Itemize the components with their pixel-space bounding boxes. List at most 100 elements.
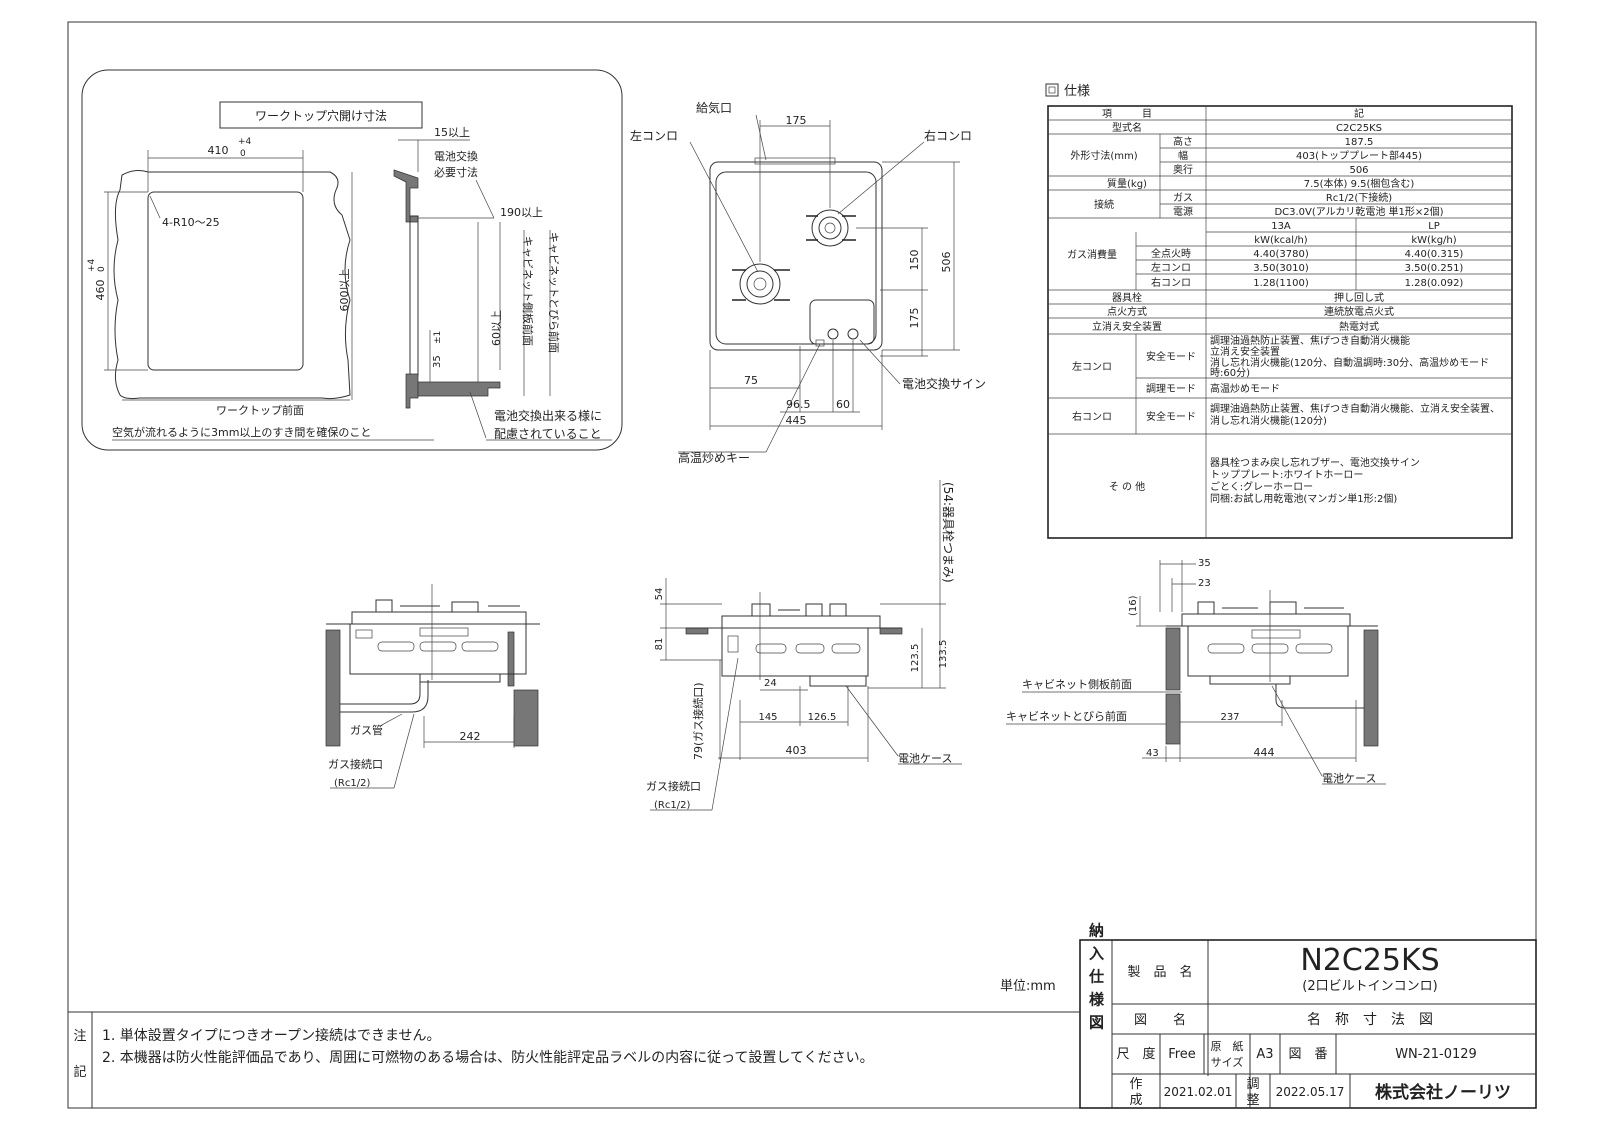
dim-123-5: 123.5	[910, 644, 921, 673]
worktop-panel-frame	[81, 69, 623, 451]
spec-left-label: 左コンロ	[1151, 261, 1191, 274]
front-gas-inlet-spec: (Rc1/2)	[334, 778, 370, 789]
spec-all-13a: 4.40(3780)	[1253, 249, 1309, 260]
spec-safe-mode-label-right: 安全モード	[1146, 410, 1196, 423]
spec-consumption-label: ガス消費量	[1067, 248, 1117, 261]
left-burner-label: 左コンロ	[630, 128, 678, 143]
air-inlet-label: 給気口	[696, 100, 732, 115]
product-sub: (2口ビルトインコンロ)	[1302, 979, 1437, 994]
spec-left-burner-label: 左コンロ	[1072, 360, 1112, 373]
scale-value: Free	[1168, 1047, 1196, 1062]
spec-gas: Rc1/2(下接続)	[1326, 191, 1392, 204]
notes-label-1: 注	[73, 1029, 86, 1044]
spec-cook-mode: 高温炒めモード	[1210, 382, 1280, 395]
spec-other-3: ごとく:グレーホーロー	[1210, 480, 1313, 493]
sheet-border	[67, 21, 1537, 1109]
dim-460-tol: +4	[87, 258, 97, 272]
scale-label: 尺 度	[1116, 1046, 1155, 1062]
dim-145: 145	[758, 712, 777, 723]
dim-445: 445	[786, 414, 807, 427]
spec-table: 仕様	[1045, 83, 1513, 539]
right-view: 35 23 (16) キャビネット側板前面 キャビネットとびら前面 237 43…	[1006, 558, 1386, 785]
spec-left-safe-3: 消し忘れ消火機能(120分、自動温調時:30分、高温炒めモード	[1210, 356, 1489, 369]
spec-all-label: 全点火時	[1151, 247, 1191, 260]
spec-mass-label: 質量(kg)	[1107, 177, 1147, 190]
dim-54: 54	[654, 588, 665, 601]
cabinet-door-label: キャビネットとびら前面	[547, 232, 561, 353]
dim-24: 24	[764, 678, 777, 689]
unit-label: 単位:mm	[1000, 978, 1056, 994]
gas-note-79: 79(ガス接続口)	[691, 682, 705, 760]
dim-175-top: 175	[786, 114, 807, 127]
product-code: N2C25KS	[1300, 943, 1439, 978]
adjusted-label-1: 調	[1246, 1077, 1259, 1092]
created-label-1: 作	[1129, 1077, 1142, 1092]
dim-75: 75	[744, 374, 758, 387]
spec-height-label: 高さ	[1173, 135, 1193, 148]
spec-safety: 熱電対式	[1339, 320, 1379, 333]
spec-conn-label: 接続	[1094, 198, 1114, 211]
spec-model: C2C25KS	[1336, 123, 1382, 134]
gas-pipe-label: ガス管	[350, 723, 383, 737]
battery-note-1: 電池交換出来る様に	[494, 408, 602, 423]
cabinet-side-label: キャビネット側板前面	[521, 236, 535, 346]
spec-heading: 仕様	[1064, 84, 1090, 99]
battery-sign-label: 電池交換サイン	[902, 376, 986, 391]
spec-left-safe-1: 調理油過熱防止装置、焦げつき自動消火機能	[1210, 334, 1410, 347]
spec-unit-13a: kW(kcal/h)	[1254, 235, 1307, 246]
spec-right-13a: 1.28(1100)	[1253, 278, 1309, 289]
dim-60: 60以上	[490, 310, 503, 346]
spec-height: 187.5	[1345, 137, 1374, 148]
side-battery-case: 電池ケース	[898, 752, 952, 765]
spec-depth-label: 奥行	[1173, 163, 1193, 176]
side-view: 54 81 79(ガス接続口) (54:器具栓つまみ) 123.5 133.5 …	[646, 480, 962, 811]
radius-label: 4-R10～25	[162, 216, 220, 229]
adjusted-label-2: 整	[1246, 1093, 1259, 1108]
right-dim-16: (16)	[1128, 595, 1139, 616]
dim-242: 242	[460, 730, 481, 743]
spec-left-lp: 3.50(0.251)	[1405, 263, 1464, 274]
dim-506: 506	[940, 252, 953, 273]
dim-410: 410	[208, 144, 229, 157]
right-dim-43: 43	[1146, 748, 1159, 759]
spec-left-safe-2: 立消え安全装置	[1210, 345, 1280, 358]
spec-safety-label: 立消え安全装置	[1092, 320, 1162, 333]
spec-right-safe-2: 消し忘れ消火機能(120分)	[1210, 414, 1327, 427]
spec-valve: 押し回し式	[1334, 291, 1384, 304]
front-gas-inlet: ガス接続口	[328, 757, 383, 771]
spec-left-safe-4: 時:60分)	[1210, 367, 1250, 379]
dim-126-5: 126.5	[808, 712, 837, 723]
spec-depth: 506	[1349, 165, 1368, 176]
battery-need-2: 必要寸法	[434, 165, 478, 179]
drawing-no-label: 図 番	[1288, 1047, 1327, 1062]
right-battery-case: 電池ケース	[1322, 772, 1376, 785]
dim-460: 460	[94, 280, 107, 301]
dim-190: 190以上	[500, 206, 543, 219]
battery-note-2: 配慮されていること	[494, 427, 602, 441]
right-burner-graphic	[806, 209, 856, 247]
top-view: 給気口 左コンロ 右コンロ 175 150 175 506 75 96.5 60	[630, 100, 986, 465]
spec-right-lp: 1.28(0.092)	[1405, 278, 1464, 289]
spec-other-1: 器具栓つまみ戻し忘れブザー、電池交換サイン	[1210, 456, 1420, 469]
spec-width-label: 幅	[1178, 149, 1188, 162]
worktop-panel: ワークトップ穴開け寸法 410 +4 0 4-R10～25 460 +4 0 6…	[81, 69, 623, 451]
side-gas-inlet-spec: (Rc1/2)	[654, 800, 690, 811]
high-temp-key-label: 高温炒めキー	[678, 450, 750, 465]
dim-60-top: 60	[836, 398, 850, 411]
spec-right-label: 右コンロ	[1151, 276, 1191, 289]
battery-need-1: 電池交換	[434, 149, 478, 163]
vertical-title: 納入仕様図	[1087, 922, 1105, 1038]
worktop-cutout	[147, 191, 304, 371]
spec-right-safe-1: 調理油過熱防止装置、焦げつき自動消火機能、立消え安全装置、	[1210, 402, 1500, 415]
right-dim-35: 35	[1198, 558, 1211, 569]
spec-width: 403(トッププレート部445)	[1296, 149, 1422, 162]
spec-ignition: 連続放電点火式	[1324, 305, 1394, 318]
notes-label-2: 記	[73, 1064, 86, 1080]
spec-header-item: 項 目	[1102, 108, 1152, 120]
spec-ignition-label: 点火方式	[1107, 305, 1147, 318]
dim-410-tol2: 0	[240, 149, 246, 159]
right-dim-23: 23	[1198, 578, 1211, 589]
spec-unit-lp: kW(kg/h)	[1411, 235, 1456, 246]
dim-96-5: 96.5	[786, 398, 811, 411]
